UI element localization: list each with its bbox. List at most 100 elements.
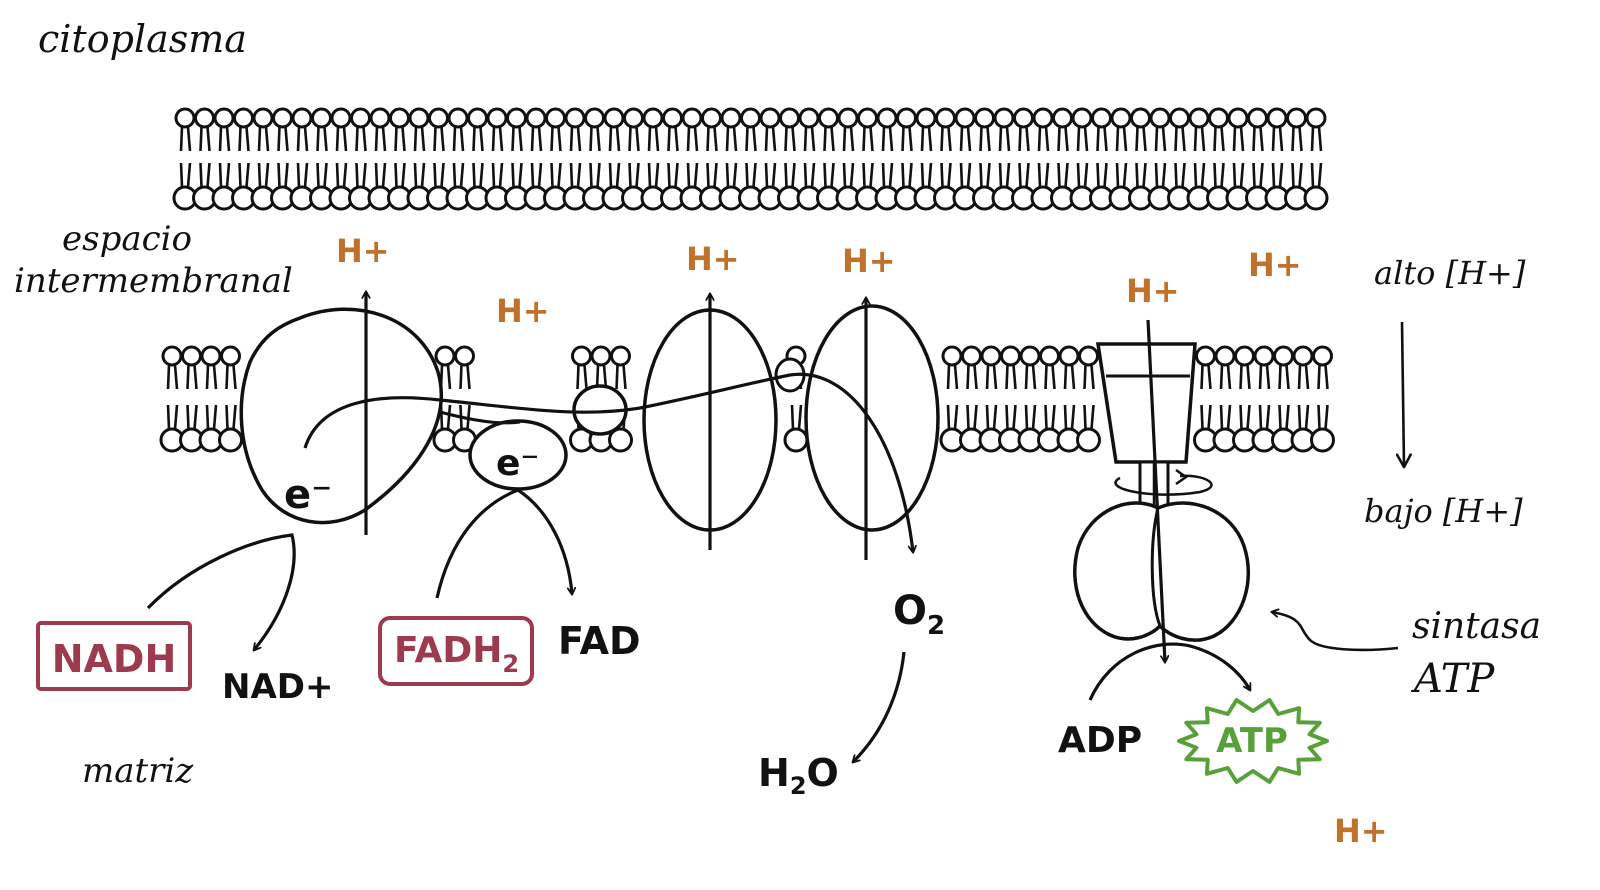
phospholipid-tail (1096, 162, 1108, 188)
phospholipid-head (610, 345, 631, 367)
phospholipid-tail (745, 162, 757, 188)
phospholipid-tail (179, 162, 192, 188)
phospholipid-head (1032, 107, 1054, 129)
phospholipid-head (662, 107, 683, 129)
phospholipid-head (467, 107, 488, 129)
phospholipid-tail (1115, 162, 1128, 188)
phospholipid-head (759, 107, 781, 129)
electron-label-complex-ii: e⁻ (496, 443, 539, 484)
phospholipid-head (369, 107, 391, 129)
phospholipid-head (1303, 185, 1329, 211)
intermembrane-label-1: espacio (62, 219, 192, 259)
phospholipid-tail (1096, 126, 1108, 152)
phospholipid-tail (998, 162, 1011, 188)
phospholipid-tail (589, 162, 601, 188)
phospholipid-tail (1291, 162, 1303, 188)
phospholipid-head (1188, 107, 1210, 129)
phospholipid-tail (1115, 126, 1128, 152)
phospholipid-tail (394, 126, 406, 152)
fadh2-subscript: 2 (502, 650, 519, 678)
phospholipid-tail (550, 162, 562, 188)
phospholipid-tail (979, 126, 991, 152)
phospholipid-head (1286, 107, 1307, 129)
phospholipid-head (194, 107, 215, 129)
phospholipid-tail (1213, 126, 1225, 152)
phospholipid-head (1273, 345, 1294, 367)
phospholipid-tail (940, 126, 952, 152)
phospholipid-head (220, 345, 241, 367)
phospholipid-tail (1310, 162, 1323, 188)
h2o-subscript: 2 (790, 772, 807, 800)
phospholipid-tail (1278, 404, 1290, 430)
phospholipid-tail (530, 126, 543, 152)
phospholipid-tail (862, 162, 874, 188)
phospholipid-tail (257, 126, 270, 152)
phospholipid-tail (355, 126, 367, 152)
low-concentration-label: bajo [H+] (1364, 492, 1523, 530)
phospholipid-tail (452, 162, 465, 188)
phospholipid-tail (1063, 364, 1076, 390)
phospholipid-tail (394, 162, 406, 188)
nadh-box (36, 621, 192, 691)
phospholipid-tail (1219, 364, 1232, 390)
phospholipid-tail (491, 162, 504, 188)
phospholipid-tail (959, 162, 972, 188)
phospholipid-tail (238, 162, 250, 188)
phospholipid-head (252, 107, 274, 129)
phospholipid-tail (940, 162, 952, 188)
phospholipid-head (941, 345, 963, 367)
phospholipid-tail (1193, 162, 1206, 188)
phospholipid-tail (257, 162, 270, 188)
proton-label: H+ (1126, 272, 1180, 310)
proton-label: H+ (496, 292, 550, 330)
phospholipid-head (428, 107, 449, 129)
nad-label: NAD+ (222, 667, 333, 707)
adp-atp-arrow (1088, 642, 1252, 701)
phospholipid-tail (1076, 162, 1089, 188)
phospholipid-head (389, 107, 410, 129)
phospholipid-tail (1083, 404, 1095, 430)
phospholipid-tail (1024, 364, 1037, 390)
phospholipid-head (608, 427, 633, 453)
phospholipid-head (213, 107, 235, 129)
phospholipid-head (291, 107, 313, 129)
phospholipid-head (1058, 345, 1080, 367)
phospholipid-tail (946, 404, 959, 430)
phospholipid-tail (1037, 126, 1050, 152)
atp-synthase-fo (1095, 342, 1197, 464)
o2-arrow (853, 651, 906, 762)
phospholipid-tail (530, 162, 543, 188)
electron-path (303, 372, 913, 552)
phospholipid-head (1078, 345, 1099, 367)
phospholipid-tail (459, 364, 471, 390)
o2-subscript: 2 (927, 611, 945, 641)
phospholipid-head (434, 345, 456, 367)
phospholipid-tail (569, 126, 582, 152)
phospholipid-tail (452, 126, 465, 152)
cytoplasm-label: citoplasma (38, 17, 247, 61)
phospholipid-tail (1154, 162, 1167, 188)
phospholipid-tail (355, 162, 367, 188)
phospholipid-head (1000, 345, 1021, 367)
phospholipid-head (447, 107, 469, 129)
phospholipid-head (1110, 107, 1132, 129)
phospholipid-tail (433, 162, 445, 188)
proton-label: H+ (686, 240, 740, 278)
o2-main: O (893, 588, 927, 634)
phospholipid-head (200, 345, 222, 367)
phospholipid-tail (1057, 126, 1069, 152)
o2-label: O2 (893, 588, 945, 641)
phospholipid-tail (335, 126, 348, 152)
phospholipid-tail (1232, 162, 1245, 188)
phospholipid-tail (1239, 364, 1251, 390)
phospholipid-tail (218, 162, 231, 188)
phospholipid-head (837, 107, 859, 129)
phospholipid-tail (842, 162, 855, 188)
phospholipid-tail (920, 162, 933, 188)
phospholipid-tail (1135, 126, 1147, 152)
phospholipid-tail (550, 126, 562, 152)
phospholipid-head (590, 345, 612, 367)
phospholipid-head (954, 107, 976, 129)
gradient-arrow (1402, 321, 1404, 466)
phospholipid-head (818, 107, 839, 129)
